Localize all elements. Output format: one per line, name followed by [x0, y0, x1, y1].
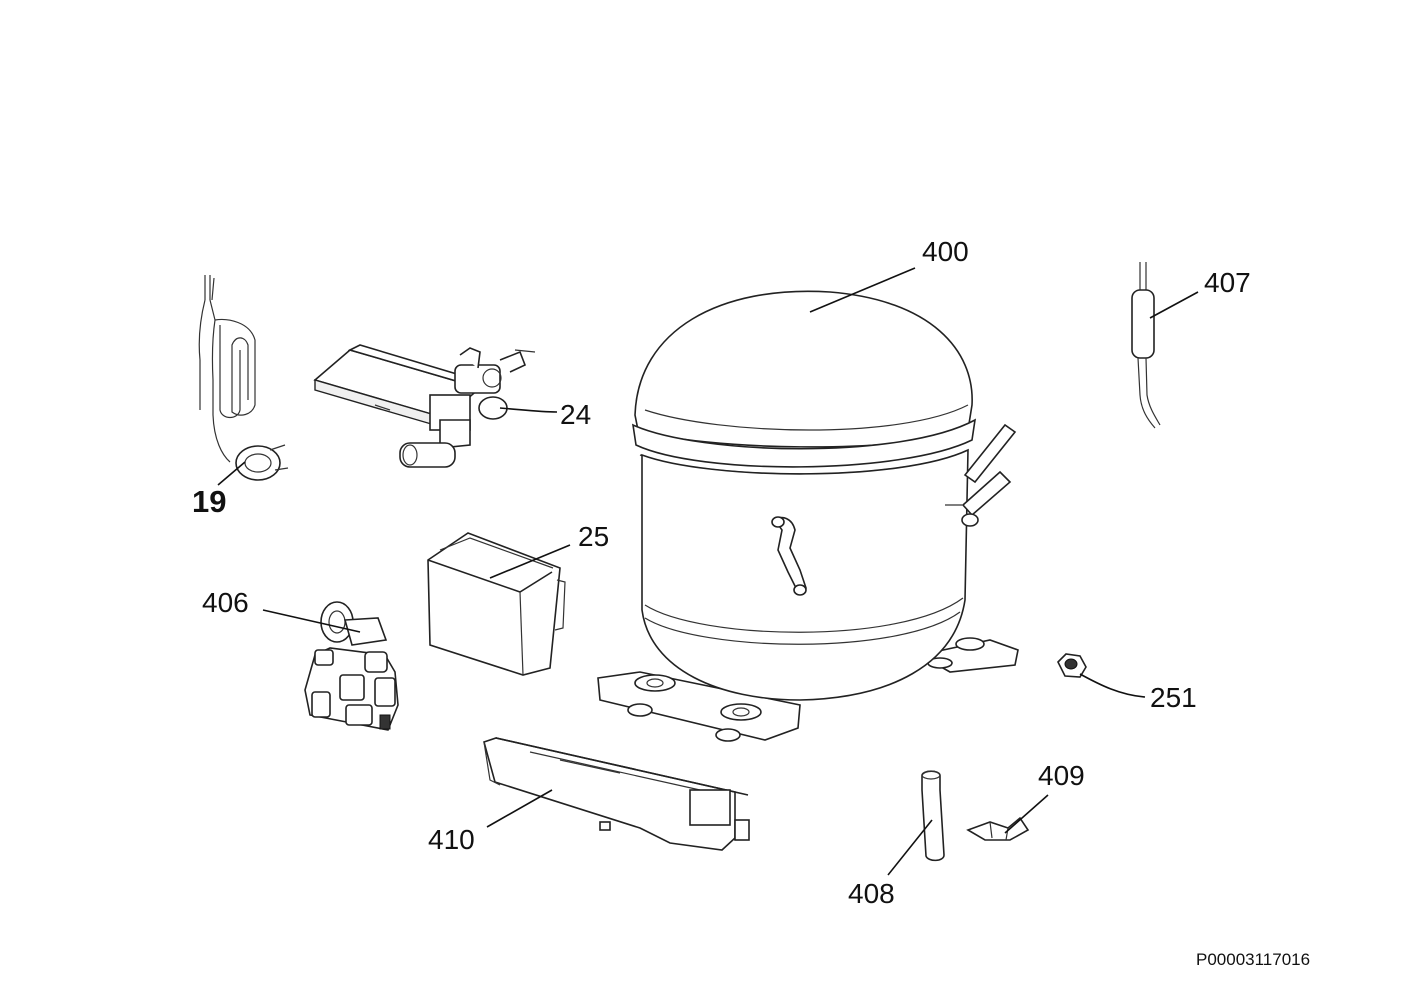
leader-408	[887, 819, 933, 876]
leader-410	[486, 789, 553, 828]
part-24-relay-bracket	[313, 344, 536, 468]
leader-406	[262, 609, 361, 633]
part-400-compressor	[597, 290, 1019, 742]
part-251-nut	[1057, 653, 1087, 678]
label-400: 400	[922, 236, 969, 267]
leader-409	[1004, 794, 1049, 834]
label-19: 19	[192, 484, 226, 519]
document-id: P00003117016	[1196, 950, 1310, 969]
leader-24	[499, 407, 558, 413]
leader-400	[809, 267, 916, 313]
part-406-ptc-starter	[304, 601, 399, 731]
part-25-cover-box	[427, 532, 566, 676]
label-25: 25	[578, 521, 609, 552]
leader-19	[217, 461, 246, 486]
label-408: 408	[848, 878, 895, 909]
label-407: 407	[1204, 267, 1251, 298]
part-410-terminal-housing	[483, 737, 750, 851]
label-410: 410	[428, 824, 475, 855]
label-409: 409	[1038, 760, 1085, 791]
part-408-sleeve	[921, 770, 945, 862]
part-407-filter-drier	[1131, 262, 1161, 429]
part-19-overload-coil	[198, 275, 289, 481]
leader-407	[1149, 291, 1199, 319]
leader-25	[489, 544, 571, 579]
label-24: 24	[560, 399, 591, 430]
leader-251	[1079, 673, 1146, 698]
label-251: 251	[1150, 682, 1197, 713]
label-406: 406	[202, 587, 249, 618]
